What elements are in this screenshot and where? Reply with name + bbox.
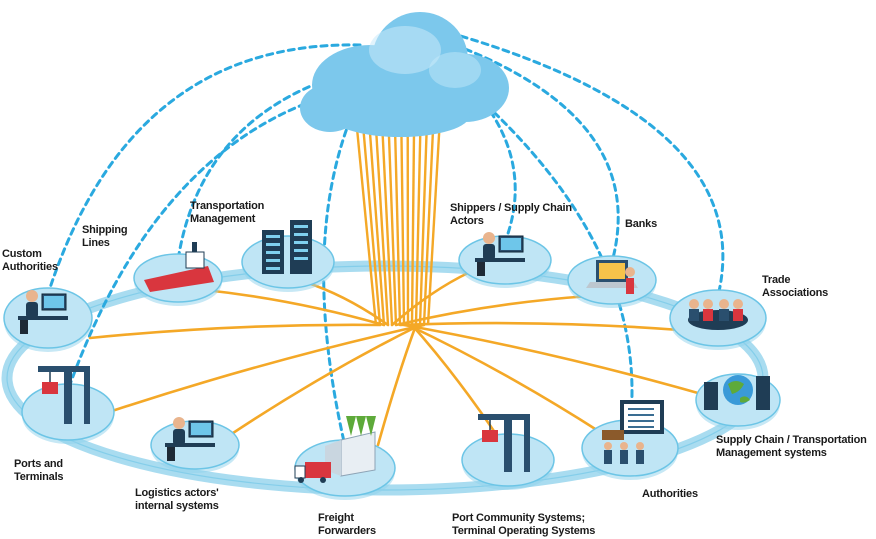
fiber-strand (410, 117, 416, 326)
cloud-puff (330, 93, 470, 137)
label-shippers: Shippers / Supply Chain Actors (450, 202, 572, 227)
fiber-strand (387, 117, 398, 326)
laptop-icon (586, 260, 638, 294)
desk-worker-icon (475, 232, 525, 276)
label-shipping-lines: Shipping Lines (82, 224, 128, 249)
fiber-link-supply-chain-systems (402, 323, 707, 397)
dashed-link-shipping-lines (176, 73, 342, 262)
label-port-community-systems: Port Community Systems; Terminal Operati… (452, 512, 596, 537)
cloud-highlight (369, 26, 441, 74)
fiber-strand (422, 117, 435, 326)
desk-worker-icon (165, 417, 215, 461)
ship-icon (144, 242, 214, 292)
fiber-strand (380, 117, 394, 326)
fiber-strand (374, 117, 390, 326)
dashed-link-custom-authorities (46, 43, 362, 296)
monitor-people-icon (602, 400, 664, 464)
warehouse-truck-icon (294, 416, 376, 483)
dashed-link-freight-forwarders (322, 118, 352, 448)
fiber-strand (426, 117, 442, 326)
label-supply-chain-systems: Supply Chain / Transportation Management… (716, 434, 867, 459)
fiber-connections (88, 117, 707, 447)
label-transportation-management: Transportation Management (190, 200, 265, 225)
fiber-strand (414, 117, 422, 326)
fiber-strand (393, 117, 402, 326)
fiber-strand (354, 117, 378, 326)
fiber-link-custom-authorities (88, 323, 382, 340)
label-banks: Banks (625, 218, 658, 230)
label-ports-terminals: Ports and Terminals (14, 458, 64, 483)
cloud (300, 12, 509, 137)
fiber-strand (418, 117, 429, 326)
label-trade-associations: Trade Associations (762, 274, 829, 299)
fiber-link-banks (394, 294, 592, 327)
fiber-link-freight-forwarders (376, 323, 418, 447)
fiber-link-authorities (406, 323, 602, 434)
dashed-link-authorities (468, 88, 634, 428)
dashed-link-ports-terminals (66, 98, 317, 392)
dashed-link-banks (453, 43, 620, 264)
fiber-strand (400, 117, 406, 326)
desk-worker-icon (18, 290, 68, 334)
nodes-layer (3, 220, 781, 500)
label-custom-authorities: Custom Authorities (2, 248, 58, 273)
dashed-link-trade-associations (438, 28, 725, 298)
fiber-link-logistics-actors (228, 323, 422, 437)
fiber-link-trade-associations (398, 321, 682, 332)
server-icon (262, 220, 312, 274)
globe-servers-icon (704, 375, 770, 410)
cloud-highlight (429, 52, 481, 88)
label-logistics-actors: Logistics actors' internal systems (135, 487, 219, 512)
crane-icon (38, 366, 90, 424)
platform-transportation-management (241, 235, 335, 289)
label-authorities: Authorities (642, 488, 698, 500)
fiber-link-ports-terminals (113, 323, 426, 412)
fiber-link-shipping-lines (203, 288, 386, 327)
dashed-connections (46, 28, 725, 448)
crane-icon (478, 414, 530, 472)
fiber-strand (361, 117, 382, 326)
label-freight-forwarders: Freight Forwarders (318, 512, 376, 537)
cloud-icon (300, 12, 509, 137)
fiber-strand (367, 117, 386, 326)
fiber-link-shippers (390, 270, 472, 327)
meeting-table-icon (688, 299, 748, 330)
